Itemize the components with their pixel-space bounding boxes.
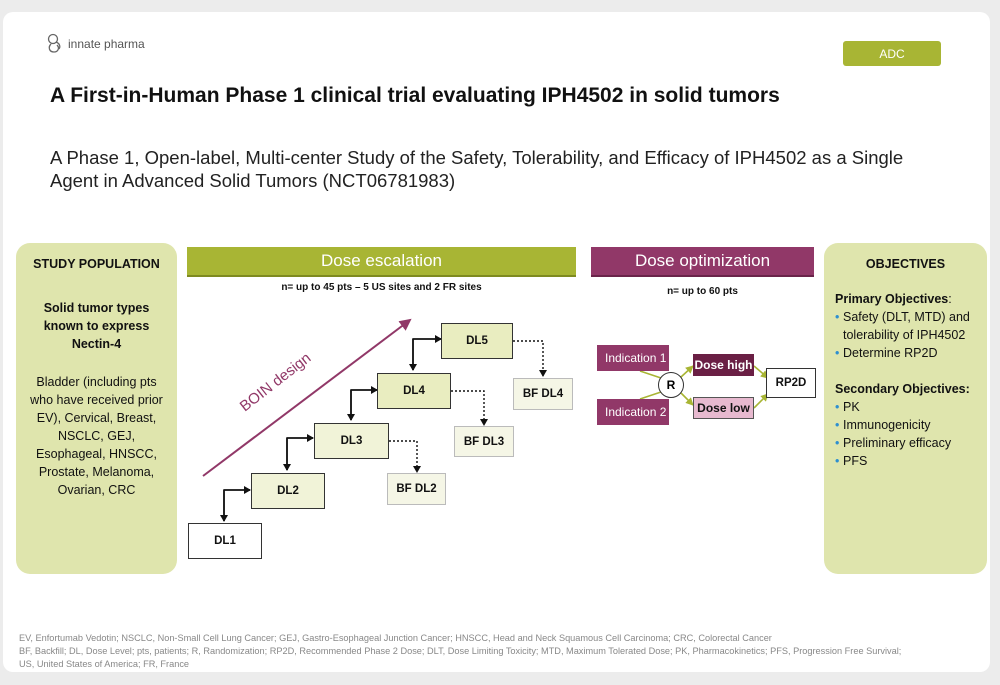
rp2d-box: RP2D [766, 368, 816, 398]
footnotes: EV, Enfortumab Vedotin; NSCLC, Non-Small… [19, 632, 959, 671]
to-dose-low-arrow [680, 392, 694, 406]
footnote-line: EV, Enfortumab Vedotin; NSCLC, Non-Small… [19, 633, 772, 643]
backfill-arrow [389, 440, 421, 473]
dose-level-box: DL3 [314, 423, 389, 459]
objective-item: •Safety (DLT, MTD) and tolerability of I… [835, 310, 970, 342]
objective-item: •Preliminary efficacy [835, 436, 952, 450]
innate-logo-icon [47, 33, 61, 53]
step-arrow [286, 437, 313, 470]
study-population-tumor-list: Bladder (including pts who have received… [30, 375, 163, 497]
dose-escalation-header: Dose escalation [187, 247, 576, 277]
study-population-panel: STUDY POPULATION Solid tumor types known… [16, 243, 177, 574]
dose-level-box: DL5 [441, 323, 513, 359]
to-dose-high-arrow [680, 365, 694, 378]
step-arrow [223, 489, 250, 521]
indication1-arrow [639, 370, 662, 379]
dose-level-box: DL4 [377, 373, 451, 409]
page-subtitle: A Phase 1, Open-label, Multi-center Stud… [50, 147, 904, 191]
backfill-arrow [513, 340, 547, 377]
objectives-panel: OBJECTIVES Primary Objectives: •Safety (… [824, 243, 987, 574]
randomization-circle: R [658, 372, 684, 398]
page-title: A First-in-Human Phase 1 clinical trial … [50, 84, 780, 107]
dose-optimization-note: n= up to 60 pts [667, 286, 738, 297]
study-population-heading: STUDY POPULATION [33, 257, 160, 271]
logo-text: innate pharma [68, 37, 145, 51]
step-arrow [350, 389, 377, 420]
footnote-line: US, United States of America; FR, France [19, 659, 190, 669]
boin-arrow [202, 318, 412, 477]
footnote-line: BF, Backfill; DL, Dose Level; pts, patie… [19, 646, 902, 656]
primary-objectives-label: Primary Objectives [835, 292, 949, 306]
indication2-arrow [639, 391, 662, 400]
objective-item: •Immunogenicity [835, 418, 931, 432]
backfill-box: BF DL3 [454, 426, 514, 457]
adc-badge: ADC [843, 41, 941, 66]
dose-level-box: DL2 [251, 473, 325, 509]
dose-low-box: Dose low [693, 397, 754, 419]
low-to-rp2d-arrow [753, 393, 769, 409]
dose-optimization-header: Dose optimization [591, 247, 814, 277]
backfill-box: BF DL2 [387, 473, 446, 505]
backfill-box: BF DL4 [513, 378, 573, 410]
objectives-content: Primary Objectives: •Safety (DLT, MTD) a… [835, 290, 979, 470]
dose-high-box: Dose high [693, 354, 754, 376]
objective-item: •PK [835, 400, 860, 414]
backfill-arrow [451, 390, 488, 426]
indication-2-box: Indication 2 [597, 399, 669, 425]
dose-escalation-note: n= up to 45 pts – 5 US sites and 2 FR si… [281, 282, 482, 293]
step-arrow [412, 338, 441, 370]
company-logo: innate pharma [46, 33, 145, 55]
high-to-rp2d-arrow [753, 365, 769, 379]
objectives-heading: OBJECTIVES [865, 257, 946, 271]
objective-item: •PFS [835, 454, 868, 468]
primary-objectives-colon: : [948, 292, 952, 306]
study-population-criteria: Solid tumor types known to express Necti… [43, 301, 150, 351]
indication-1-box: Indication 1 [597, 345, 669, 371]
objective-item: •Determine RP2D [835, 346, 938, 360]
secondary-objectives-label: Secondary Objectives: [835, 382, 970, 396]
dose-level-box: DL1 [188, 523, 262, 559]
